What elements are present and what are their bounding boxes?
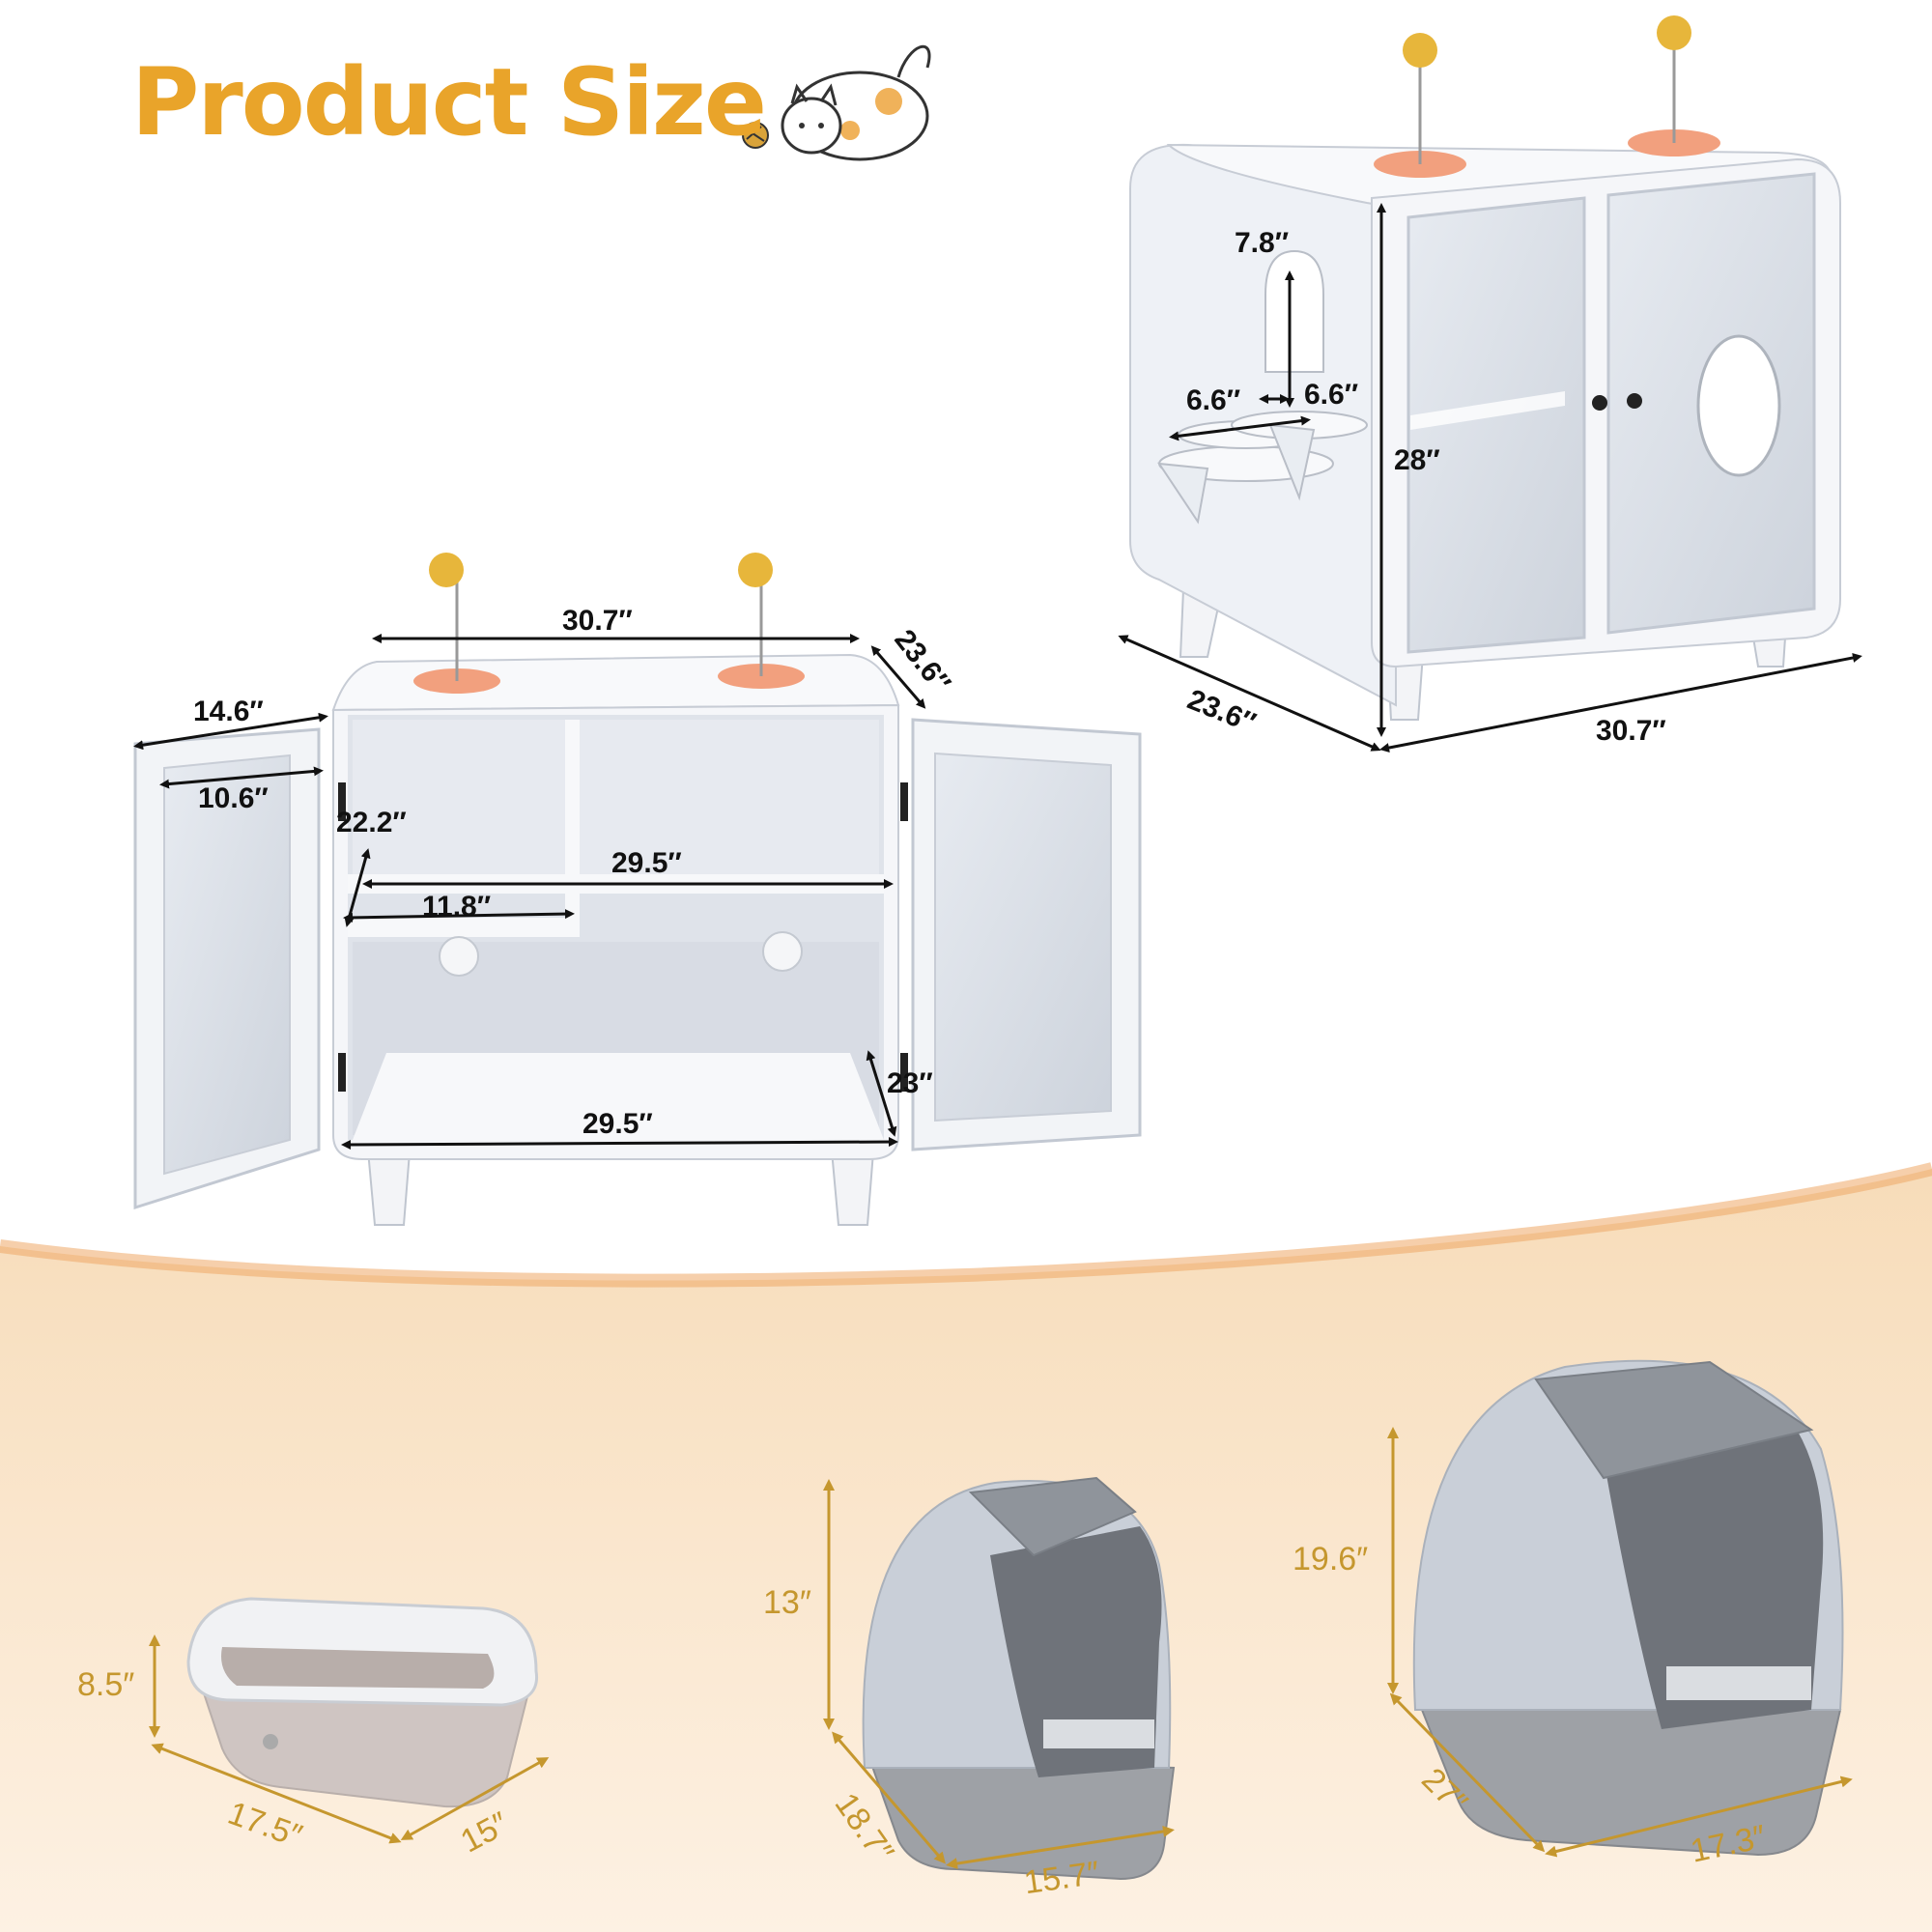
closed-dimension-lines bbox=[1118, 203, 1862, 753]
tray-latch bbox=[263, 1734, 278, 1749]
floor bbox=[353, 1053, 884, 1140]
box-step bbox=[1666, 1666, 1811, 1700]
litter-box-medium bbox=[862, 1476, 1176, 1881]
box-opening bbox=[1604, 1430, 1824, 1729]
step-support bbox=[1156, 462, 1209, 525]
page-title: Product Size bbox=[131, 48, 767, 156]
toy-ball bbox=[738, 553, 773, 587]
closed-width-label: 30.7″ bbox=[1596, 715, 1666, 747]
box-opening bbox=[990, 1526, 1162, 1777]
cabinet-top bbox=[1166, 143, 1833, 210]
background-band-edge bbox=[0, 1162, 1932, 1288]
upper-left-compartment bbox=[353, 720, 565, 879]
open-dimension-lines bbox=[133, 634, 926, 1150]
glass-door-left bbox=[1406, 196, 1586, 654]
upper-right-compartment bbox=[580, 720, 879, 879]
divider bbox=[565, 720, 580, 937]
door-knob bbox=[1627, 393, 1642, 409]
toy-ball bbox=[1403, 33, 1437, 68]
box-flap bbox=[968, 1476, 1137, 1557]
large-box-height-label: 19.6″ bbox=[1293, 1541, 1369, 1577]
small-shelf bbox=[348, 918, 580, 937]
closed-step-width-label: 6.6″ bbox=[1186, 384, 1241, 416]
small-shelf-width-label: 11.8″ bbox=[422, 891, 492, 923]
toy-ball bbox=[1657, 15, 1691, 50]
door-width-label: 14.6″ bbox=[193, 696, 264, 727]
lower-height-label: 23″ bbox=[887, 1067, 933, 1099]
bottom-width-label: 29.5″ bbox=[582, 1108, 653, 1140]
inner-shelf bbox=[1410, 391, 1565, 430]
upper-height-label: 22.2″ bbox=[336, 807, 407, 838]
hinge bbox=[338, 1053, 346, 1092]
door-right-glass bbox=[934, 752, 1112, 1122]
tray-inner bbox=[221, 1647, 495, 1689]
litter-box-large bbox=[1412, 1359, 1844, 1857]
hinge bbox=[900, 1053, 908, 1092]
side-entry bbox=[1264, 249, 1324, 373]
shelf-width-label: 29.5″ bbox=[611, 847, 682, 879]
closed-door-height-label: 7.8″ bbox=[1235, 227, 1290, 259]
door-left-glass bbox=[163, 753, 291, 1176]
box-step bbox=[1043, 1719, 1154, 1748]
door-knob bbox=[1592, 395, 1607, 411]
closed-step-depth-label: 6.6″ bbox=[1304, 379, 1359, 411]
open-top-width-label: 30.7″ bbox=[562, 605, 633, 637]
closed-height-label: 28″ bbox=[1394, 444, 1440, 476]
box-flap bbox=[1534, 1360, 1814, 1480]
cat-icon bbox=[781, 44, 931, 161]
vent-hole bbox=[439, 936, 479, 977]
hinge bbox=[338, 782, 346, 821]
porthole bbox=[1696, 334, 1781, 477]
door-inner-width-label: 10.6″ bbox=[198, 782, 269, 814]
hinge bbox=[900, 782, 908, 821]
tray-height-label: 8.5″ bbox=[77, 1666, 135, 1703]
box-dimension-lines bbox=[149, 1427, 1853, 1870]
vent-hole bbox=[762, 931, 803, 972]
cabinet-closed bbox=[1129, 15, 1841, 721]
cabinet-open bbox=[133, 553, 1142, 1226]
medium-box-height-label: 13″ bbox=[763, 1584, 811, 1621]
yarn-ball-icon bbox=[742, 122, 769, 149]
toy-ball bbox=[429, 553, 464, 587]
